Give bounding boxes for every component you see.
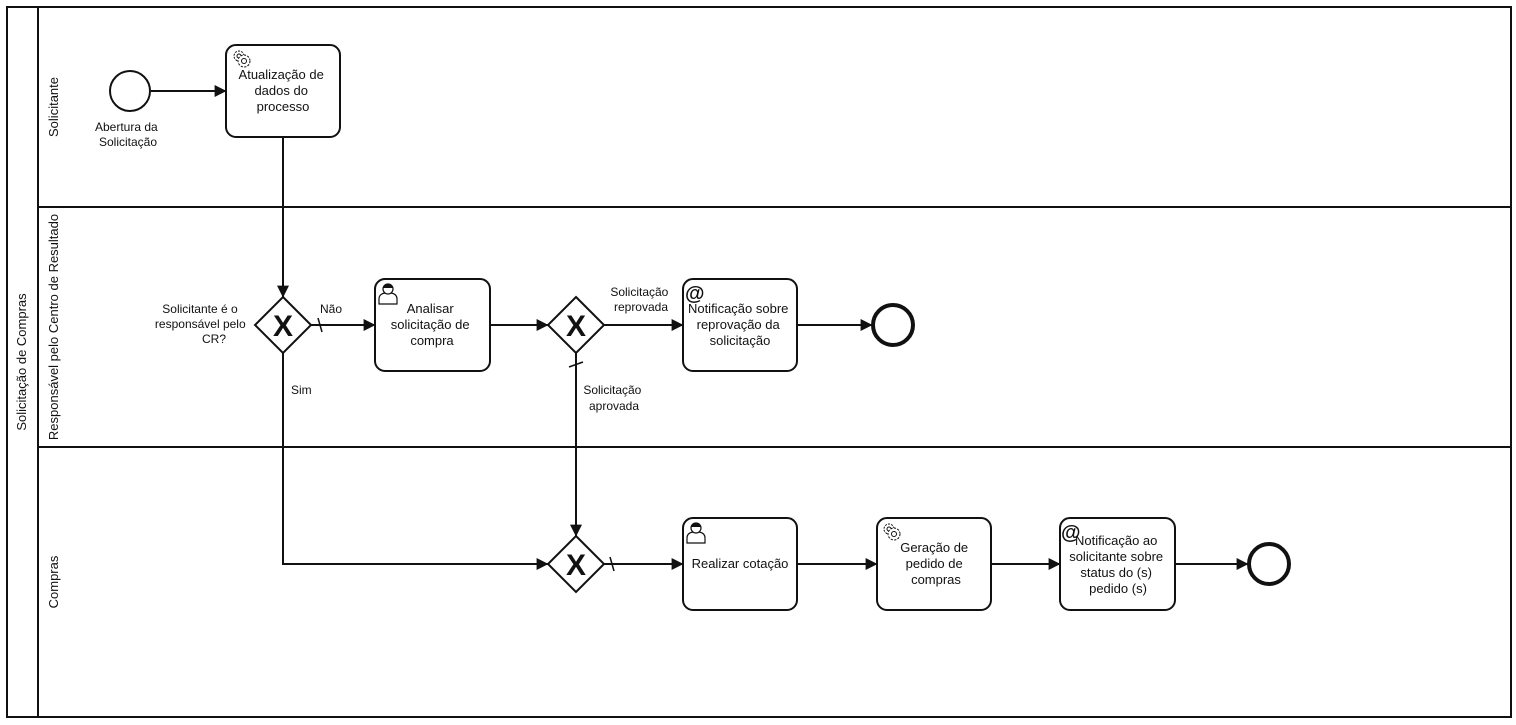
task-geracao-pedido[interactable]: Geração de pedido de compras [876,517,992,611]
lane-label-solicitante: Solicitante [46,77,61,137]
gateway-1-question: Solicitante é o responsável pelo CR? [155,302,249,346]
user-icon [686,522,706,544]
task-atualizacao-label: Atualização de dados do processo [239,67,328,114]
default-marker-g3 [609,556,615,572]
at-icon: @ [685,283,705,305]
exclusive-x-icon: X [566,310,586,343]
flow-label-sim: Sim [291,383,312,397]
task-notificacao-reprovacao[interactable]: @ Notificação sobre reprovação da solici… [682,278,798,372]
pool-label: Solicitação de Compras [14,293,29,431]
flow-label-nao: Não [320,302,342,316]
default-marker-aprovada [568,361,584,368]
flow-label-aprovada: Solicitação aprovada [583,383,644,413]
default-flow-markers [317,317,615,572]
exclusive-x-icon: X [566,549,586,582]
flow-sim[interactable] [282,353,549,570]
end-event-compras[interactable] [1247,542,1291,586]
gateway-3[interactable]: X [546,534,606,594]
task-geracao-pedido-label: Geração de pedido de compras [900,540,972,587]
at-icon: @ [1061,522,1081,544]
pool-border [6,6,1512,718]
start-event[interactable] [109,70,151,112]
gateway-1[interactable]: X [253,295,313,355]
task-atualizacao[interactable]: Atualização de dados do processo [225,44,341,138]
gateway-2[interactable]: X [546,295,606,355]
lane-label-compras: Compras [46,555,61,608]
sequence-flows [151,85,1249,570]
task-realizar-cotacao[interactable]: Realizar cotação [682,517,798,611]
task-analisar[interactable]: Analisar solicitação de compra [374,278,491,372]
user-icon [378,283,398,305]
lane-label-responsavel: Responsável pelo Centro de Resultado [46,214,61,440]
default-marker-nao [317,317,323,333]
gear-icon [233,50,251,68]
task-realizar-cotacao-label: Realizar cotação [692,556,789,571]
end-event-reprovacao[interactable] [871,303,915,347]
gear-icon [883,523,901,541]
start-event-label: Abertura da Solicitação [95,120,161,149]
task-notificacao-status-label: Notificação ao solicitante sobre status … [1069,533,1167,596]
task-analisar-label: Analisar solicitação de compra [391,301,473,348]
task-notificacao-reprovacao-label: Notificação sobre reprovação da solicita… [688,301,792,348]
flow-label-reprovada: Solicitação reprovada [610,285,671,314]
task-notificacao-status[interactable]: @ Notificação ao solicitante sobre statu… [1059,517,1176,611]
exclusive-x-icon: X [273,310,293,343]
